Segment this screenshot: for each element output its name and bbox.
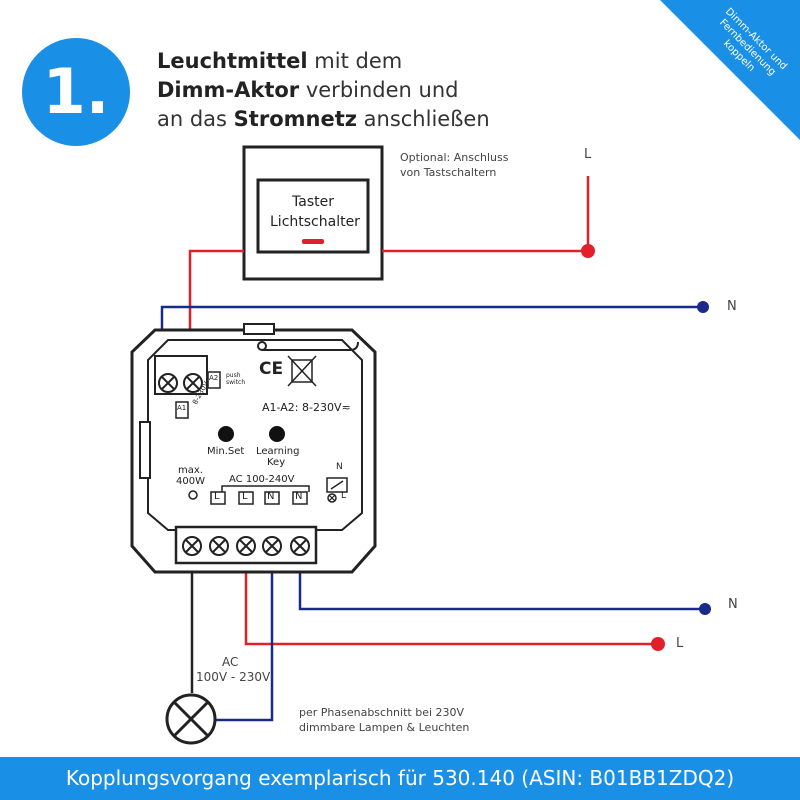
terminal-label-N2: N <box>295 491 303 502</box>
max-label-2: 400W <box>176 476 205 487</box>
dimmer-l-label: L <box>341 491 347 501</box>
lamp-note-2: dimmbare Lampen & Leuchten <box>299 721 470 734</box>
terminal-label-L1: L <box>214 491 220 502</box>
lamp-voltage-label: 100V - 230V <box>196 670 271 684</box>
terminal-dot-top-N <box>697 301 709 313</box>
terminal-dot-top-L <box>581 244 595 258</box>
module-notch <box>243 323 275 335</box>
output-screws <box>182 536 310 556</box>
label-top-N: N <box>727 299 737 314</box>
label-box-L2 <box>238 491 254 505</box>
label-top-L: L <box>584 147 592 162</box>
switch-indicator <box>302 239 324 244</box>
terminal-label-N1: N <box>267 491 275 502</box>
learning-label-1: Learning <box>256 446 300 457</box>
switch-label-2: Lichtschalter <box>270 214 360 230</box>
ce-mark: CE <box>259 359 284 379</box>
minset-label: Min.Set <box>207 446 245 457</box>
module-clip <box>139 421 151 479</box>
max-label-1: max. <box>178 465 203 476</box>
headline-bold-2: Dimm-Aktor <box>157 78 300 102</box>
dimmer-n-label: N <box>336 462 343 472</box>
headline-text-2: verbinden und <box>299 78 459 102</box>
label-box-L1 <box>210 491 226 505</box>
label-mid-N: N <box>728 597 738 612</box>
headline-bold-1: Leuchtmittel <box>157 49 308 73</box>
small-a1-label: A1 <box>177 404 187 412</box>
wire-lamp-neutral <box>212 550 274 722</box>
optional-note-2: von Tastschaltern <box>400 166 497 179</box>
terminal-a1-box <box>175 401 189 419</box>
rating-a1-a2: A1-A2: 8-230V≂ <box>262 401 351 414</box>
headline-text-3b: anschließen <box>356 107 490 131</box>
switch-label-1: Taster <box>292 194 334 210</box>
label-box-N1 <box>264 491 280 505</box>
module-led <box>257 341 267 351</box>
headline: Leuchtmittel mit dem Dimm-Aktor verbinde… <box>157 47 577 134</box>
label-low-L: L <box>676 636 684 651</box>
module-front-panel <box>147 339 363 531</box>
push-switch-label: push switch <box>226 372 246 386</box>
terminal-label-L2: L <box>242 491 248 502</box>
wire-top-live <box>382 176 590 253</box>
ac-range-label: AC 100-240V <box>229 474 295 485</box>
learning-label-2: Key <box>267 457 286 468</box>
lamp-ac-label: AC <box>222 655 239 669</box>
headline-text-1: mit dem <box>307 49 403 73</box>
lamp-note-1: per Phasenabschnitt bei 230V <box>299 706 465 719</box>
headline-bold-3: Stromnetz <box>233 107 357 131</box>
terminal-a2-box <box>207 371 221 389</box>
footer-banner: Kopplungsvorgang exemplarisch für 530.14… <box>0 757 800 800</box>
small-a2-label: A2 <box>209 374 219 382</box>
wire-low-live <box>244 550 658 646</box>
learning-key-button[interactable] <box>269 426 285 442</box>
step-number: 1. <box>22 38 130 146</box>
optional-note-1: Optional: Anschluss <box>400 151 509 164</box>
terminal-dot-mid-N <box>699 603 711 615</box>
module-ridge <box>262 341 359 351</box>
terminal-dot-low-L <box>651 637 665 651</box>
minset-button[interactable] <box>218 426 234 442</box>
label-box-N2 <box>292 491 308 505</box>
headline-text-3a: an das <box>157 107 234 131</box>
load-symbol-icon <box>188 490 198 500</box>
